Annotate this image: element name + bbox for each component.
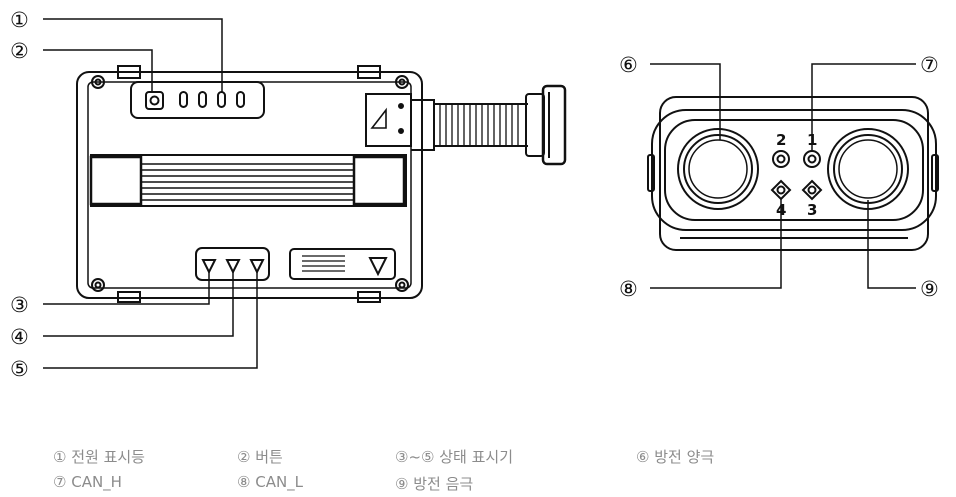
callout-5: ⑤ [10,357,29,381]
power-cable [411,84,567,166]
pin-number-4: 4 [776,201,786,219]
callout-1: ① [10,8,29,32]
connector-front-view [647,96,939,251]
warning-triangle-icon [370,107,387,129]
power-button-icon[interactable] [145,91,164,110]
callout-2: ② [10,39,29,63]
legend-item-positive-terminal: ⑥ 방전 양극 [636,448,715,466]
indicator-panel [130,81,265,119]
legend-item-can-h: ⑦ CAN_H [53,473,122,491]
pin-number-3: 3 [807,201,817,219]
legend-item-can-l: ⑧ CAN_L [237,473,304,491]
negative-terminal-icon [827,128,909,210]
status-indicator-5-icon [249,259,265,275]
callout-3: ③ [10,293,29,317]
handle-grip-left [89,155,143,206]
pin-number-1: 1 [807,131,817,149]
callout-9: ⑨ [920,277,939,301]
callout-leaders-left [43,18,258,369]
legend-item-power-indicator: ① 전원 표시등 [53,448,145,466]
callout-6: ⑥ [619,53,638,77]
callout-leaders-right [650,63,916,289]
corner-screw-icon [91,75,409,292]
battery-top-view [76,65,567,303]
positive-terminal-icon [677,128,759,210]
power-indicator-leds [179,91,245,108]
legend-item-button: ② 버튼 [237,448,283,466]
legend-item-negative-terminal: ⑨ 방전 음극 [395,475,474,493]
callout-7: ⑦ [920,53,939,77]
status-indicator-3-icon [201,259,217,275]
pin-number-2: 2 [776,131,786,149]
signal-pins [770,150,823,201]
callout-4: ④ [10,325,29,349]
label-warning-icon [368,257,388,277]
status-indicator-4-icon [225,259,241,275]
handle-grip-right [352,155,406,206]
callout-8: ⑧ [619,277,638,301]
legend-item-status-indicator: ③~⑤ 상태 표시기 [395,448,513,466]
